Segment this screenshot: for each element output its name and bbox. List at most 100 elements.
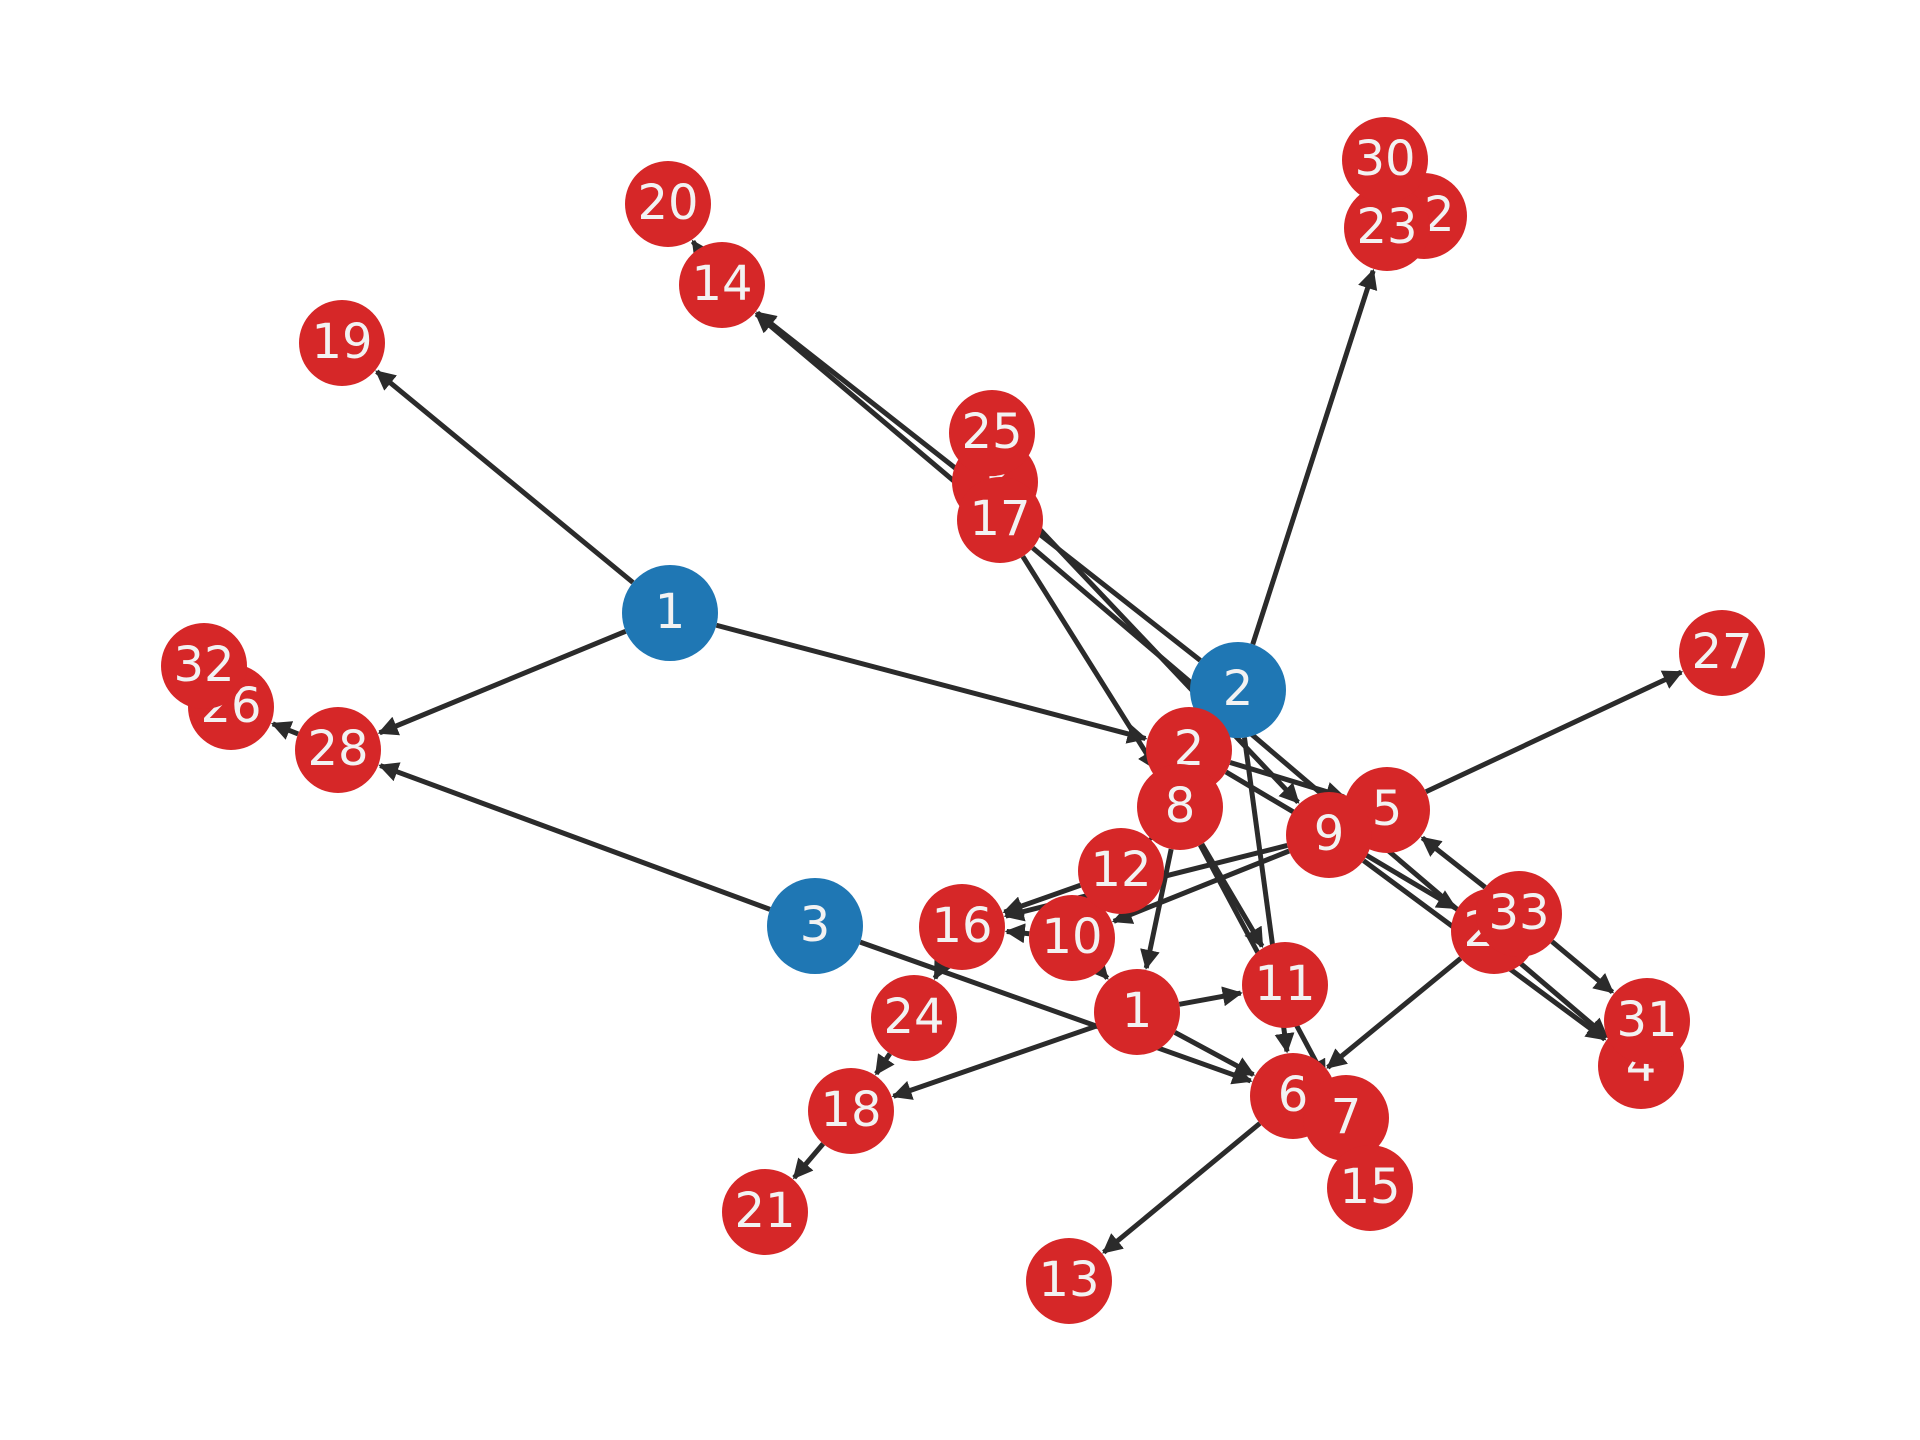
node-23[interactable]: 23	[1344, 185, 1430, 271]
hub-node-2[interactable]: 2	[1190, 642, 1286, 738]
node-16[interactable]: 16	[919, 884, 1005, 970]
node-label: 20	[637, 175, 698, 231]
node-28[interactable]: 28	[295, 707, 381, 793]
edge-n17-to-n14	[754, 312, 969, 495]
edge-n5-to-n27	[1424, 669, 1684, 795]
node-label: 1	[1122, 983, 1153, 1039]
edge-n10-to-n1	[1087, 958, 1110, 980]
node-14[interactable]: 14	[679, 242, 765, 328]
node-label: 24	[883, 989, 944, 1045]
edge-n12-to-n16	[1002, 882, 1082, 916]
node-9[interactable]: 9	[1286, 792, 1372, 878]
node-circle	[1604, 978, 1690, 1064]
edge-n9-to-n10	[1111, 848, 1291, 924]
node-label: 23	[1356, 199, 1417, 255]
node-circle	[1679, 610, 1765, 696]
node-label: 13	[1038, 1252, 1099, 1308]
edge-h3-to-n28	[378, 762, 771, 912]
node-label: 3	[800, 897, 831, 953]
node-label: 25	[961, 404, 1022, 460]
node-1[interactable]: 1	[1094, 969, 1180, 1055]
node-label: 1	[655, 584, 686, 640]
hub-node-3[interactable]: 3	[767, 878, 863, 974]
node-17[interactable]: 17	[957, 477, 1043, 563]
node-31[interactable]: 31	[1604, 978, 1690, 1064]
node-label: 2	[1223, 661, 1254, 717]
node-8[interactable]: 8	[1137, 764, 1223, 850]
node-label: 15	[1339, 1159, 1400, 1215]
node-circle	[1026, 1238, 1112, 1324]
edge-n16-to-n24	[932, 957, 953, 980]
node-circle	[767, 878, 863, 974]
node-33[interactable]: 33	[1476, 871, 1562, 957]
node-label: 7	[1331, 1089, 1362, 1145]
node-10[interactable]: 10	[1029, 895, 1115, 981]
node-label: 12	[1090, 842, 1151, 898]
edge-n33-to-n31	[1550, 939, 1615, 995]
edge-n24-to-n18	[874, 1052, 895, 1076]
node-circle	[919, 884, 1005, 970]
edge-h1-to-n28	[377, 628, 627, 736]
node-circle	[1029, 895, 1115, 981]
node-circle	[949, 390, 1035, 476]
edge-h2-to-n23	[1250, 268, 1378, 646]
node-circle	[1327, 1145, 1413, 1231]
node-label: 16	[931, 898, 992, 954]
node-13[interactable]: 13	[1026, 1238, 1112, 1324]
node-25[interactable]: 25	[949, 390, 1035, 476]
edge-n29-to-n6	[1326, 956, 1463, 1070]
node-label: 14	[691, 256, 752, 312]
node-circle	[1342, 117, 1428, 203]
edge-h1-to-n2	[715, 622, 1148, 744]
node-label: 11	[1254, 956, 1315, 1012]
node-20[interactable]: 20	[625, 161, 711, 247]
node-circle	[622, 565, 718, 661]
edge-n28-to-n26	[270, 721, 300, 740]
nodes-layer: 1231234567891011121314151617181920212223…	[161, 117, 1765, 1324]
node-label: 28	[307, 721, 368, 777]
node-18[interactable]: 18	[808, 1068, 894, 1154]
edge-n8-to-n1	[1140, 848, 1174, 970]
node-7[interactable]: 7	[1303, 1075, 1389, 1161]
node-label: 27	[1691, 624, 1752, 680]
edge-n1-to-n11	[1178, 986, 1243, 1007]
edge-n18-to-n21	[792, 1142, 826, 1180]
node-label: 17	[969, 491, 1030, 547]
node-32[interactable]: 32	[161, 623, 247, 709]
node-label: 5	[1372, 781, 1403, 837]
edge-h1-to-n19	[375, 369, 635, 585]
node-21[interactable]: 21	[722, 1169, 808, 1255]
hub-node-1[interactable]: 1	[622, 565, 718, 661]
edge-n17-to-n8	[1020, 555, 1159, 771]
node-27[interactable]: 27	[1679, 610, 1765, 696]
node-circle	[722, 1169, 808, 1255]
node-15[interactable]: 15	[1327, 1145, 1413, 1231]
node-circle	[161, 623, 247, 709]
node-label: 33	[1488, 885, 1549, 941]
node-circle	[808, 1068, 894, 1154]
node-label: 6	[1278, 1067, 1309, 1123]
edge-n33-to-n5	[1420, 835, 1487, 890]
node-circle	[1190, 642, 1286, 738]
edge-n10-to-n16	[1004, 923, 1030, 944]
node-circle	[1286, 792, 1372, 878]
node-30[interactable]: 30	[1342, 117, 1428, 203]
node-circle	[1476, 871, 1562, 957]
node-12[interactable]: 12	[1078, 828, 1164, 914]
node-circle	[1242, 942, 1328, 1028]
node-24[interactable]: 24	[871, 975, 957, 1061]
node-label: 9	[1314, 806, 1345, 862]
node-circle	[679, 242, 765, 328]
node-label: 19	[311, 314, 372, 370]
node-19[interactable]: 19	[299, 300, 385, 386]
node-circle	[625, 161, 711, 247]
node-circle	[1344, 185, 1430, 271]
edge-n8-to-n11	[1199, 842, 1265, 948]
node-label: 18	[820, 1082, 881, 1138]
node-circle	[1094, 969, 1180, 1055]
node-11[interactable]: 11	[1242, 942, 1328, 1028]
node-circle	[1303, 1075, 1389, 1161]
edge-n1-to-n6	[1173, 1030, 1256, 1077]
edge-n2-to-n5	[1229, 760, 1346, 802]
